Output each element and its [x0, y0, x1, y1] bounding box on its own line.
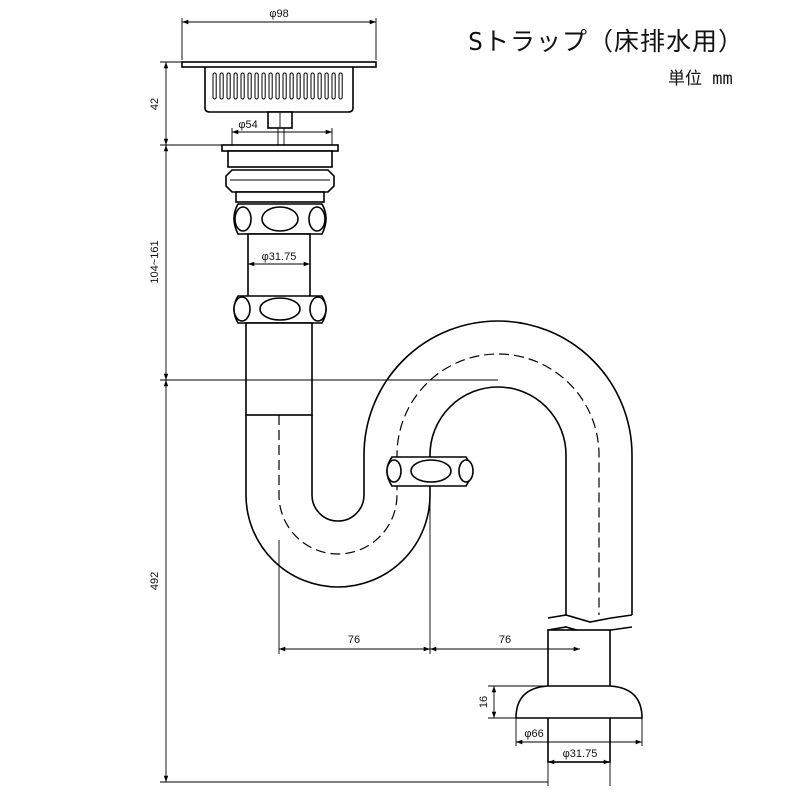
strainer-slot — [219, 72, 224, 100]
unit-label: 単位 mm — [668, 69, 733, 89]
upper-nut — [233, 203, 327, 235]
strainer-slot — [324, 72, 329, 100]
dim-strainer-dia: φ98 — [269, 8, 288, 20]
dim-outlet-dia: φ31.75 — [563, 748, 598, 760]
dim-flange-height: 16 — [478, 696, 490, 708]
strainer-slot — [261, 72, 266, 100]
strainer-slot — [226, 72, 231, 100]
floor-flange — [515, 685, 643, 719]
strainer-slot — [233, 72, 238, 100]
strainer-slot — [268, 72, 273, 100]
strainer-slot — [240, 72, 245, 100]
strainer-slot — [303, 72, 308, 100]
strainer-slot — [317, 72, 322, 100]
strainer-slot — [212, 72, 217, 100]
dim-tail-dia: φ31.75 — [262, 251, 297, 263]
strainer-slot — [310, 72, 315, 100]
strainer-slot — [331, 72, 336, 100]
adjustment-tube — [245, 322, 313, 416]
strainer-slot — [247, 72, 252, 100]
dim-total-height: 492 — [149, 572, 161, 590]
strainer-slot — [275, 72, 280, 100]
dim-offset-right: 76 — [499, 634, 511, 646]
middle-nut — [233, 295, 327, 324]
strainer-slots — [212, 72, 343, 100]
tailpiece-upper — [247, 233, 311, 299]
centerline — [278, 353, 600, 615]
strainer-slot — [296, 72, 301, 100]
strainer-slot — [282, 72, 287, 100]
strainer-slot — [338, 72, 343, 100]
dimensions: φ98 42 φ54 φ31.75 104~161 492 76 76 — [149, 8, 643, 786]
strainer-slot — [289, 72, 294, 100]
bend-nut — [386, 456, 474, 487]
dim-flange-dia: φ54 — [238, 119, 257, 131]
dim-offset-left: 76 — [348, 634, 360, 646]
dim-floor-flange-dia: φ66 — [524, 728, 543, 740]
strainer-slot — [254, 72, 259, 100]
strainer-basket — [181, 61, 377, 129]
drain-flange — [221, 128, 339, 203]
diagram-title: Sトラップ（床排水用） — [468, 27, 745, 56]
dim-strainer-height: 42 — [149, 98, 161, 110]
dim-adjust-length: 104~161 — [149, 240, 161, 283]
